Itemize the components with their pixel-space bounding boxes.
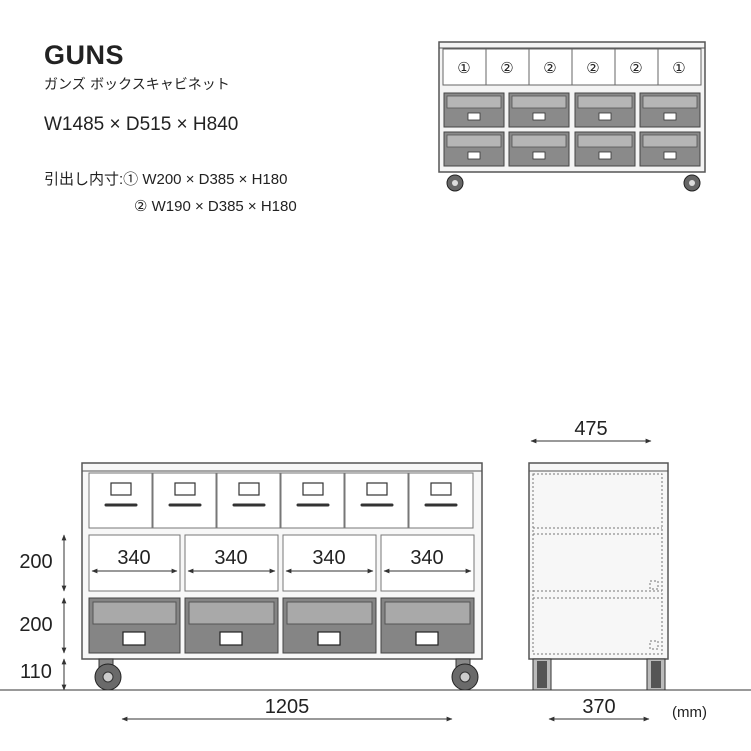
label-plate-icons [110,482,452,496]
thumbnail-top-cells: ① ② ② ② ② ① [442,48,702,86]
unit-label: (mm) [672,704,707,721]
front-casters [94,658,479,691]
total-width: 1205 [265,696,310,718]
thumbnail-cabinet: ① ② ② ② ② ① [438,41,706,192]
front-view-cabinet: 340 340 340 340 [81,462,483,691]
section-width-label: 340 [214,547,247,569]
cell-label: ② [500,60,513,77]
inner-size-2: ② W190 × D385 × H180 [134,198,297,215]
section-width-label: 340 [410,547,443,569]
inner-size-1: 引出し内寸:① W200 × D385 × H180 [44,171,288,188]
side-view-cabinet [528,462,669,691]
product-subtitle: ガンズ ボックスキャビネット [44,77,230,93]
cell-label: ② [543,60,556,77]
side-top-depth: 475 [574,418,607,440]
product-dimensions: W1485 × D515 × H840 [44,114,239,135]
gray-drawer-label-icons [122,631,439,646]
height-upper: 200 [19,551,52,573]
height-lower: 200 [19,614,52,636]
product-name: GUNS [44,40,125,70]
side-bottom-depth: 370 [582,696,615,718]
section-width-label: 340 [117,547,150,569]
side-casters [532,658,666,691]
cell-label: ② [586,60,599,77]
cell-label: ① [672,60,685,77]
thumbnail-casters [446,174,701,192]
section-width-label: 340 [312,547,345,569]
height-caster: 110 [20,661,52,683]
cell-label: ② [629,60,642,77]
cell-label: ① [457,60,470,77]
